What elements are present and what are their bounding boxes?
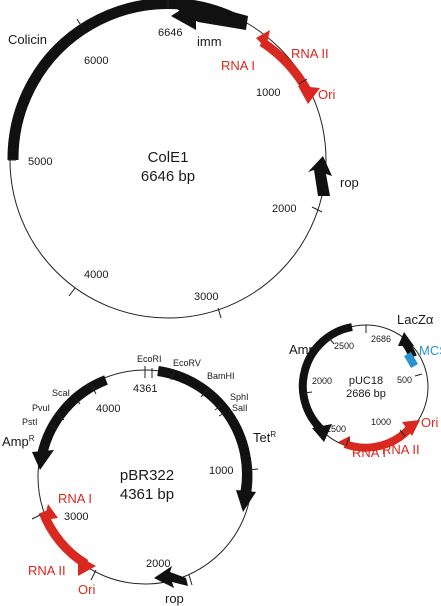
puc18-tick-2500: 2500 [334,341,354,351]
cole1-colicin-arc [7,0,248,161]
cole1-tick-3000: 3000 [194,291,218,303]
puc18-name: pUC18 [349,375,383,387]
puc18-tick-500: 500 [397,375,412,385]
pbr322-tet-head [236,490,256,512]
puc18-amp-arc [298,323,353,433]
puc18-size: 2686 bp [346,388,386,400]
puc18-rna2-label: RNA II [382,442,420,457]
pbr322-rna2-label: RNA II [28,563,66,578]
pbr322-map: EcoRI EcoRV BamHI SphI SalI ScaI PvuI Ps… [2,354,276,606]
cole1-rna2-head [298,86,320,104]
pbr322-ticks [31,366,259,586]
cole1-rna1-arrow [256,30,270,48]
pbr322-rna1-arrow [44,504,58,520]
cole1-tick-5000: 5000 [28,156,52,168]
puc18-lacz-label: LacZα [397,312,434,327]
pbr322-size: 4361 bp [120,486,174,503]
puc18-tick-2000: 2000 [312,376,332,386]
pbr322-rop-label: rop [165,591,184,606]
pbr322-tick-1000: 1000 [209,465,233,477]
pbr322-site-psti: PstI [22,417,38,427]
cole1-rna2-label: RNA II [291,46,329,61]
puc18-tick-1500: 1500 [326,424,346,434]
puc18-ticks [303,325,423,447]
pbr322-ori-label: Ori [78,582,95,597]
cole1-rop-label: rop [340,175,359,190]
cole1-colicin-label: Colicin [8,32,47,47]
puc18-lacz-head [398,332,414,346]
puc18-ori-label: Ori [421,415,438,430]
pbr322-name: pBR322 [120,467,174,484]
pbr322-rna2-head [78,556,96,576]
puc18-amp-label: AmpR [289,342,321,357]
cole1-tick-6000: 6000 [84,55,108,67]
cole1-ticks [8,0,323,319]
pbr322-tick-4361: 4361 [133,383,157,395]
cole1-tick-2000: 2000 [272,203,296,215]
cole1-tick-4000: 4000 [84,269,108,281]
pbr322-rop-arrow [154,566,188,588]
pbr322-tick-4000: 4000 [96,403,120,415]
cole1-tick-6646: 6646 [158,27,182,39]
cole1-name: ColE1 [148,149,189,166]
pbr322-site-scai: ScaI [52,388,70,398]
puc18-rna1-label: RNA I [352,445,386,460]
pbr322-site-ecori: EcoRI [137,354,162,364]
puc18-map: 2686 500 1000 1500 2000 2500 AmpR LacZα … [289,312,441,460]
pbr322-amp-label: AmpR [2,434,35,449]
puc18-rna2-head [402,420,420,436]
cole1-size: 6646 bp [141,168,195,185]
cole1-tick-1000: 1000 [256,87,280,99]
pbr322-site-sali: SalI [232,403,248,413]
pbr322-site-bamhi: BamHI [207,371,235,381]
puc18-mcs-label: MCS [419,343,441,358]
cole1-rna1-label: RNA I [221,58,255,73]
puc18-amp-head [312,424,332,442]
cole1-map: 6646 1000 2000 3000 4000 5000 6000 Colic… [7,0,359,319]
pbr322-site-ecorv: EcoRV [173,358,201,368]
pbr322-site-sphi: SphI [230,392,249,402]
cole1-ori-label: Ori [318,87,335,102]
pbr322-amp-head [32,450,54,470]
cole1-rop-arrow [308,156,332,196]
pbr322-tet-label: TetR [253,430,276,445]
pbr322-site-pvui: PvuI [32,403,50,413]
pbr322-amp-arc [37,375,108,457]
puc18-tick-1000: 1000 [371,417,391,427]
puc18-mcs-block [404,351,418,369]
puc18-rna1-arrow [338,436,350,448]
puc18-rna2-arc [343,425,413,452]
puc18-tick-2686: 2686 [371,334,391,344]
pbr322-rna1-label: RNA I [58,491,92,506]
cole1-imm-label: imm [197,34,222,49]
pbr322-tet-arc [157,366,252,495]
pbr322-tick-2000: 2000 [146,558,170,570]
pbr322-tick-3000: 3000 [64,511,88,523]
